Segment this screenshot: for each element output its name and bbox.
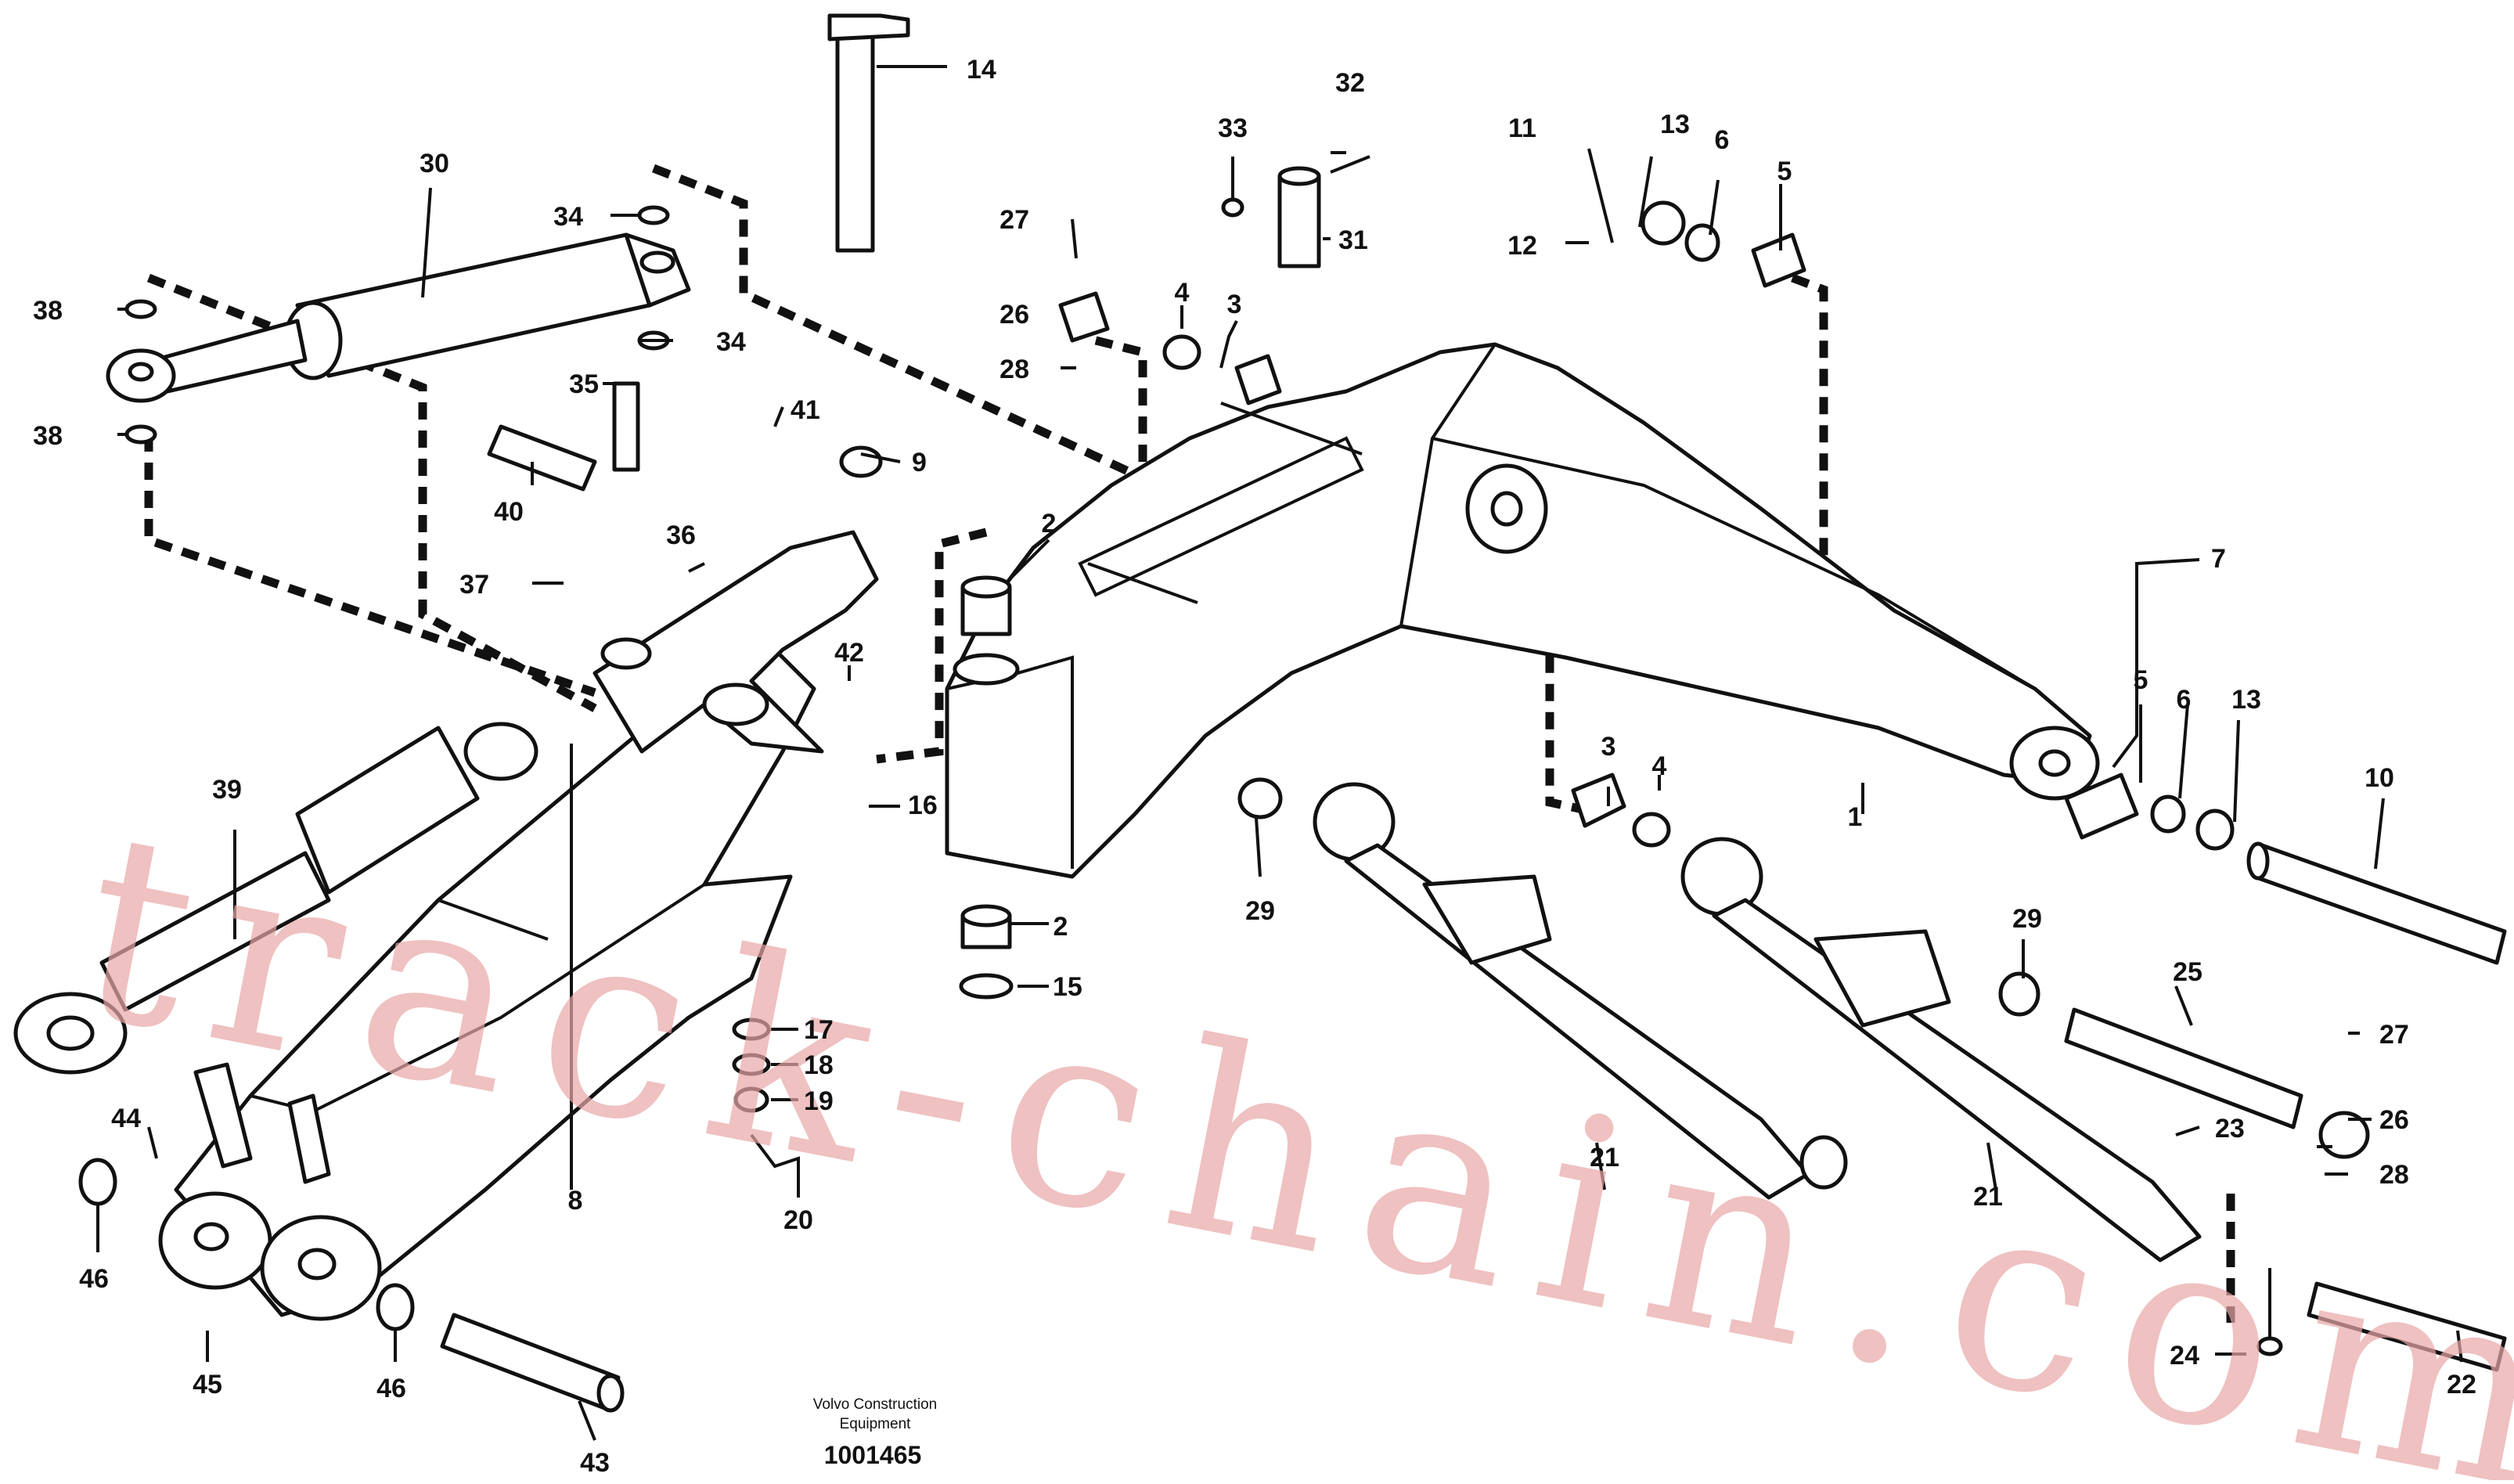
leader-lines xyxy=(96,65,2463,1441)
callout-45: 45 xyxy=(193,1370,222,1399)
callout-14: 14 xyxy=(967,55,996,85)
cylinder-21-middle xyxy=(1313,782,1848,1200)
callout-4a: 4 xyxy=(1175,278,1190,308)
callout-43: 43 xyxy=(580,1448,610,1478)
cylinder-30 xyxy=(106,232,691,403)
callout-46b: 46 xyxy=(376,1374,406,1403)
callout-7: 7 xyxy=(2211,544,2226,574)
pins-washers xyxy=(78,13,2507,1413)
cylinder-39 xyxy=(13,722,538,1075)
callout-17: 17 xyxy=(804,1015,834,1045)
callout-16: 16 xyxy=(908,791,938,820)
callout-11: 11 xyxy=(1508,113,1536,143)
footer: Volvo Construction Equipment 1001465 xyxy=(813,1396,937,1469)
callout-13a: 13 xyxy=(1660,110,1690,139)
callout-labels: 1 2 2 3 3 4 4 5 5 6 6 7 8 9 10 11 12 13 … xyxy=(33,55,2476,1478)
callout-23: 23 xyxy=(2215,1114,2245,1144)
callout-5a: 5 xyxy=(1777,157,1792,186)
callout-2a: 2 xyxy=(1042,509,1057,538)
callout-20: 20 xyxy=(783,1205,813,1235)
callout-44: 44 xyxy=(111,1104,141,1133)
callout-2b: 2 xyxy=(1054,912,1068,942)
callout-5b: 5 xyxy=(2134,665,2148,695)
callout-12: 12 xyxy=(1507,231,1537,261)
callout-13b: 13 xyxy=(2231,685,2261,715)
callout-28b: 28 xyxy=(2379,1160,2409,1190)
callout-31: 31 xyxy=(1338,225,1368,255)
callout-35: 35 xyxy=(569,369,599,399)
callout-46a: 46 xyxy=(79,1264,109,1294)
pivot-bushings xyxy=(959,575,1014,1000)
callout-39: 39 xyxy=(212,775,242,805)
callout-21a: 21 xyxy=(1590,1143,1619,1172)
arm xyxy=(158,530,879,1321)
callout-6a: 6 xyxy=(1715,125,1730,155)
callout-38a: 38 xyxy=(33,296,63,326)
footer-maker-line1: Volvo Construction xyxy=(813,1396,937,1413)
callout-3a: 3 xyxy=(1227,290,1242,319)
callout-30: 30 xyxy=(420,149,449,178)
callout-3b: 3 xyxy=(1601,732,1616,762)
callout-42: 42 xyxy=(834,638,864,668)
callout-24: 24 xyxy=(2170,1341,2199,1371)
callout-41: 41 xyxy=(791,395,820,425)
watermark-text: track-chain.com xyxy=(59,775,2514,1480)
callout-40: 40 xyxy=(494,497,524,527)
callout-37: 37 xyxy=(459,570,489,600)
boom xyxy=(945,342,2100,879)
callout-4b: 4 xyxy=(1652,751,1667,781)
callout-8: 8 xyxy=(568,1186,583,1216)
callout-27b: 27 xyxy=(2379,1020,2409,1050)
cylinder-21-right xyxy=(1680,837,2202,1262)
drawing-number: 1001465 xyxy=(824,1441,922,1469)
footer-maker-line2: Equipment xyxy=(840,1416,912,1432)
callout-33: 33 xyxy=(1218,113,1248,143)
callout-27a: 27 xyxy=(999,205,1029,235)
callout-18: 18 xyxy=(804,1050,834,1080)
callout-34b: 34 xyxy=(716,327,746,357)
callout-9: 9 xyxy=(912,448,927,477)
callout-26b: 26 xyxy=(2379,1105,2409,1135)
callout-6b: 6 xyxy=(2177,685,2192,715)
callout-10: 10 xyxy=(2365,763,2394,793)
callout-34a: 34 xyxy=(553,202,583,232)
callout-29a: 29 xyxy=(1245,896,1275,926)
callout-25: 25 xyxy=(2173,957,2202,987)
callout-19: 19 xyxy=(804,1086,834,1116)
callout-26a: 26 xyxy=(999,300,1029,330)
callout-1: 1 xyxy=(1848,802,1863,832)
callout-36: 36 xyxy=(666,520,696,550)
callout-29b: 29 xyxy=(2012,904,2042,934)
callout-32: 32 xyxy=(1335,68,1365,98)
callout-15: 15 xyxy=(1053,972,1082,1002)
callout-28a: 28 xyxy=(999,355,1029,384)
callout-21b: 21 xyxy=(1973,1182,2003,1212)
callout-38b: 38 xyxy=(33,421,63,451)
callout-22: 22 xyxy=(2447,1370,2476,1399)
